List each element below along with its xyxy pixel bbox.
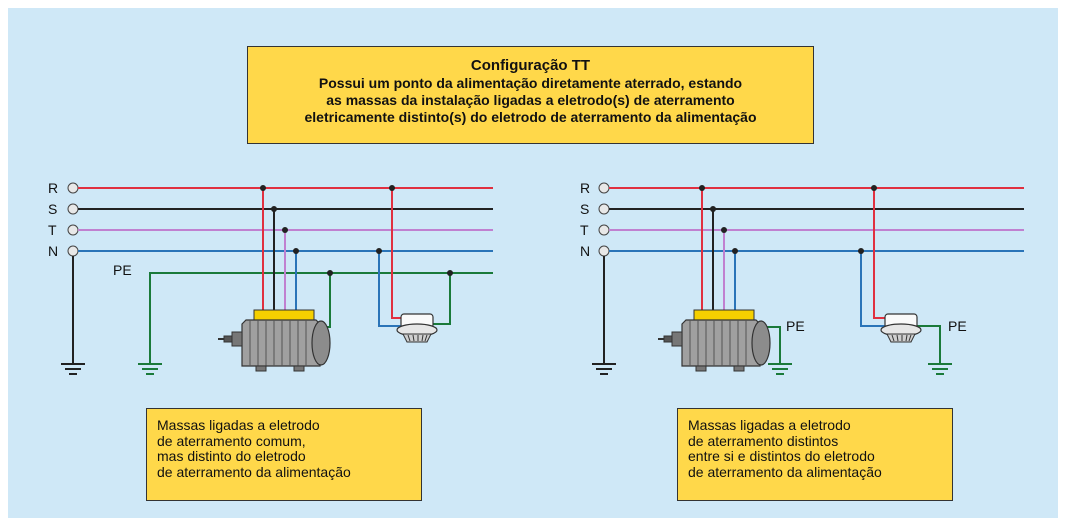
terminal-n [67, 245, 79, 257]
note-line: Massas ligadas a eletrodo [688, 417, 851, 433]
terminal-t [67, 224, 79, 236]
note-distinct-electrodes: Massas ligadas a eletrodo de aterramento… [677, 408, 953, 501]
junction-dot [282, 227, 288, 233]
conductor-label-r: R [48, 180, 58, 196]
note-line: de aterramento da alimentação [157, 463, 351, 480]
junction-dot [389, 185, 395, 191]
note-line: mas distinto do eletrodo [157, 448, 306, 464]
junction-dot [710, 206, 716, 212]
conductor-label-t: T [48, 222, 57, 238]
lamp-wire-n [378, 251, 402, 327]
terminal-t [598, 224, 610, 236]
terminal-r [598, 182, 610, 194]
left-diagram: R S T N PE [48, 180, 493, 375]
note-line: entre si e distintos do eletrodo [688, 448, 875, 464]
lamp-pe-wire [432, 273, 451, 325]
terminal-s [598, 203, 610, 215]
pe-label: PE [113, 262, 132, 278]
lamp-wire-n [860, 251, 886, 327]
conductor-label-s: S [580, 201, 589, 217]
note-line: de aterramento distintos [688, 432, 839, 449]
junction-dot [871, 185, 877, 191]
note-line: de aterramento comum, [157, 432, 306, 449]
junction-dot [327, 270, 333, 276]
description-line: Possui um ponto da alimentação diretamen… [318, 75, 743, 91]
motor-icon [657, 309, 771, 372]
motor-ground-icon [767, 363, 793, 375]
pe-ground-icon [137, 363, 163, 375]
pe-label: PE [948, 318, 967, 334]
conductor-label-s: S [48, 201, 57, 217]
lamp-wire-r [391, 188, 402, 319]
pe-label: PE [786, 318, 805, 334]
conductor-label-t: T [580, 222, 589, 238]
title-box: Configuração TT Possui um ponto da alime… [247, 46, 814, 144]
diagram-title: Configuração TT [470, 57, 591, 74]
junction-dot [376, 248, 382, 254]
junction-dot [699, 185, 705, 191]
note-line: de aterramento da alimentação [688, 463, 882, 480]
lamp-ground-icon [927, 363, 953, 375]
note-line: Massas ligadas a eletrodo [157, 417, 320, 433]
motor-icon [217, 309, 331, 372]
terminal-s [67, 203, 79, 215]
source-ground-icon [591, 363, 617, 375]
description-line: eletricamente distinto(s) do eletrodo de… [304, 109, 757, 125]
junction-dot [293, 248, 299, 254]
conductor-label-n: N [48, 243, 58, 259]
conductor-label-r: R [580, 180, 590, 196]
junction-dot [271, 206, 277, 212]
lamp-icon [396, 313, 438, 343]
lamp-wire-r [873, 188, 886, 319]
conductor-label-n: N [580, 243, 590, 259]
description-line: as massas da instalação ligadas a eletro… [326, 92, 735, 108]
junction-dot [732, 248, 738, 254]
source-ground-icon [60, 363, 86, 375]
lamp-pe-wire [916, 325, 941, 364]
junction-dot [260, 185, 266, 191]
note-common-electrode: Massas ligadas a eletrodo de aterramento… [146, 408, 422, 501]
right-diagram: R S T N PE PE [580, 180, 1024, 375]
junction-dot [721, 227, 727, 233]
junction-dot [858, 248, 864, 254]
motor-pe-wire [320, 273, 331, 328]
junction-dot [447, 270, 453, 276]
lamp-icon [880, 313, 922, 343]
terminal-r [67, 182, 79, 194]
terminal-n [598, 245, 610, 257]
